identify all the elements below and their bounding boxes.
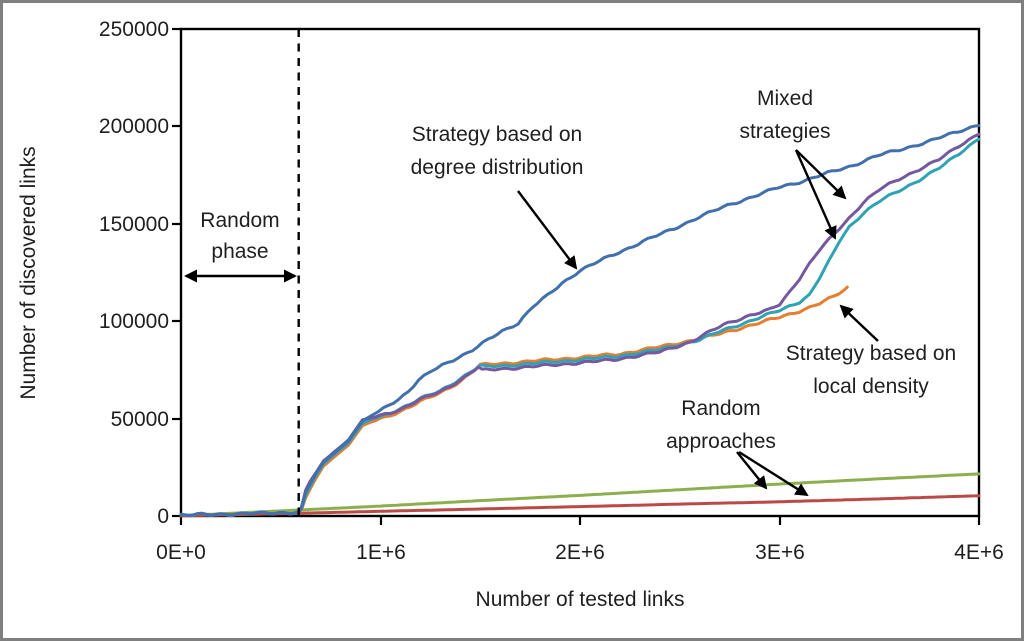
y-axis-title: Number of discovered links	[17, 146, 40, 399]
mixed-strategies-label-arrow-0	[795, 149, 847, 200]
y-tick-label-0: 0	[157, 505, 169, 528]
degree-distribution-label-text-line-2: degree distribution	[411, 156, 584, 179]
series-line-random-approach-1	[179, 472, 981, 518]
random-approaches-label-text-line-1: Random	[681, 397, 760, 420]
degree-distribution-label-arrow-0	[517, 190, 578, 270]
chart-canvas: 0 50000 100000 150000 200000 250000 0E+0…	[17, 18, 1004, 611]
local-density-label-arrow-0	[839, 304, 879, 342]
local-density-label-text-line-1: Strategy based on	[786, 342, 956, 365]
x-tick-label-4e6: 4E+6	[954, 541, 1004, 564]
series-layer	[179, 124, 981, 518]
x-tick-label-2e6: 2E+6	[555, 541, 605, 564]
mixed-strategies-label-text-line-1: Mixed	[757, 87, 813, 110]
y-axis-ticks	[172, 27, 181, 518]
mixed-strategies-label-text-line-2: strategies	[739, 120, 830, 143]
local-density-label-text-line-2: local density	[813, 375, 929, 398]
y-tick-label-150000: 150000	[99, 213, 169, 236]
series-line-degree-distribution	[179, 124, 981, 517]
x-tick-label-1e6: 1E+6	[356, 541, 406, 564]
x-tick-label-3e6: 3E+6	[755, 541, 805, 564]
x-axis-title: Number of tested links	[476, 588, 685, 611]
y-tick-label-250000: 250000	[99, 18, 169, 41]
y-tick-label-50000: 50000	[111, 408, 169, 431]
random-approaches-label-arrow-0	[736, 451, 768, 490]
y-tick-label-200000: 200000	[99, 115, 169, 138]
series-line-mixed-strategy-2	[179, 137, 981, 518]
random-approaches-label-arrow-1	[738, 450, 809, 497]
mixed-strategies-label-arrow-1	[794, 149, 837, 240]
random-phase-text-line-2: phase	[211, 240, 268, 263]
degree-distribution-label-text-line-1: Strategy based on	[412, 123, 582, 146]
series-line-random-approach-2	[179, 494, 981, 518]
x-tick-label-0: 0E+0	[156, 541, 206, 564]
random-phase-text-line-1: Random	[200, 209, 279, 232]
y-tick-label-100000: 100000	[99, 310, 169, 333]
x-axis-ticks	[179, 516, 981, 525]
random-approaches-label-text-line-2: approaches	[666, 430, 776, 453]
